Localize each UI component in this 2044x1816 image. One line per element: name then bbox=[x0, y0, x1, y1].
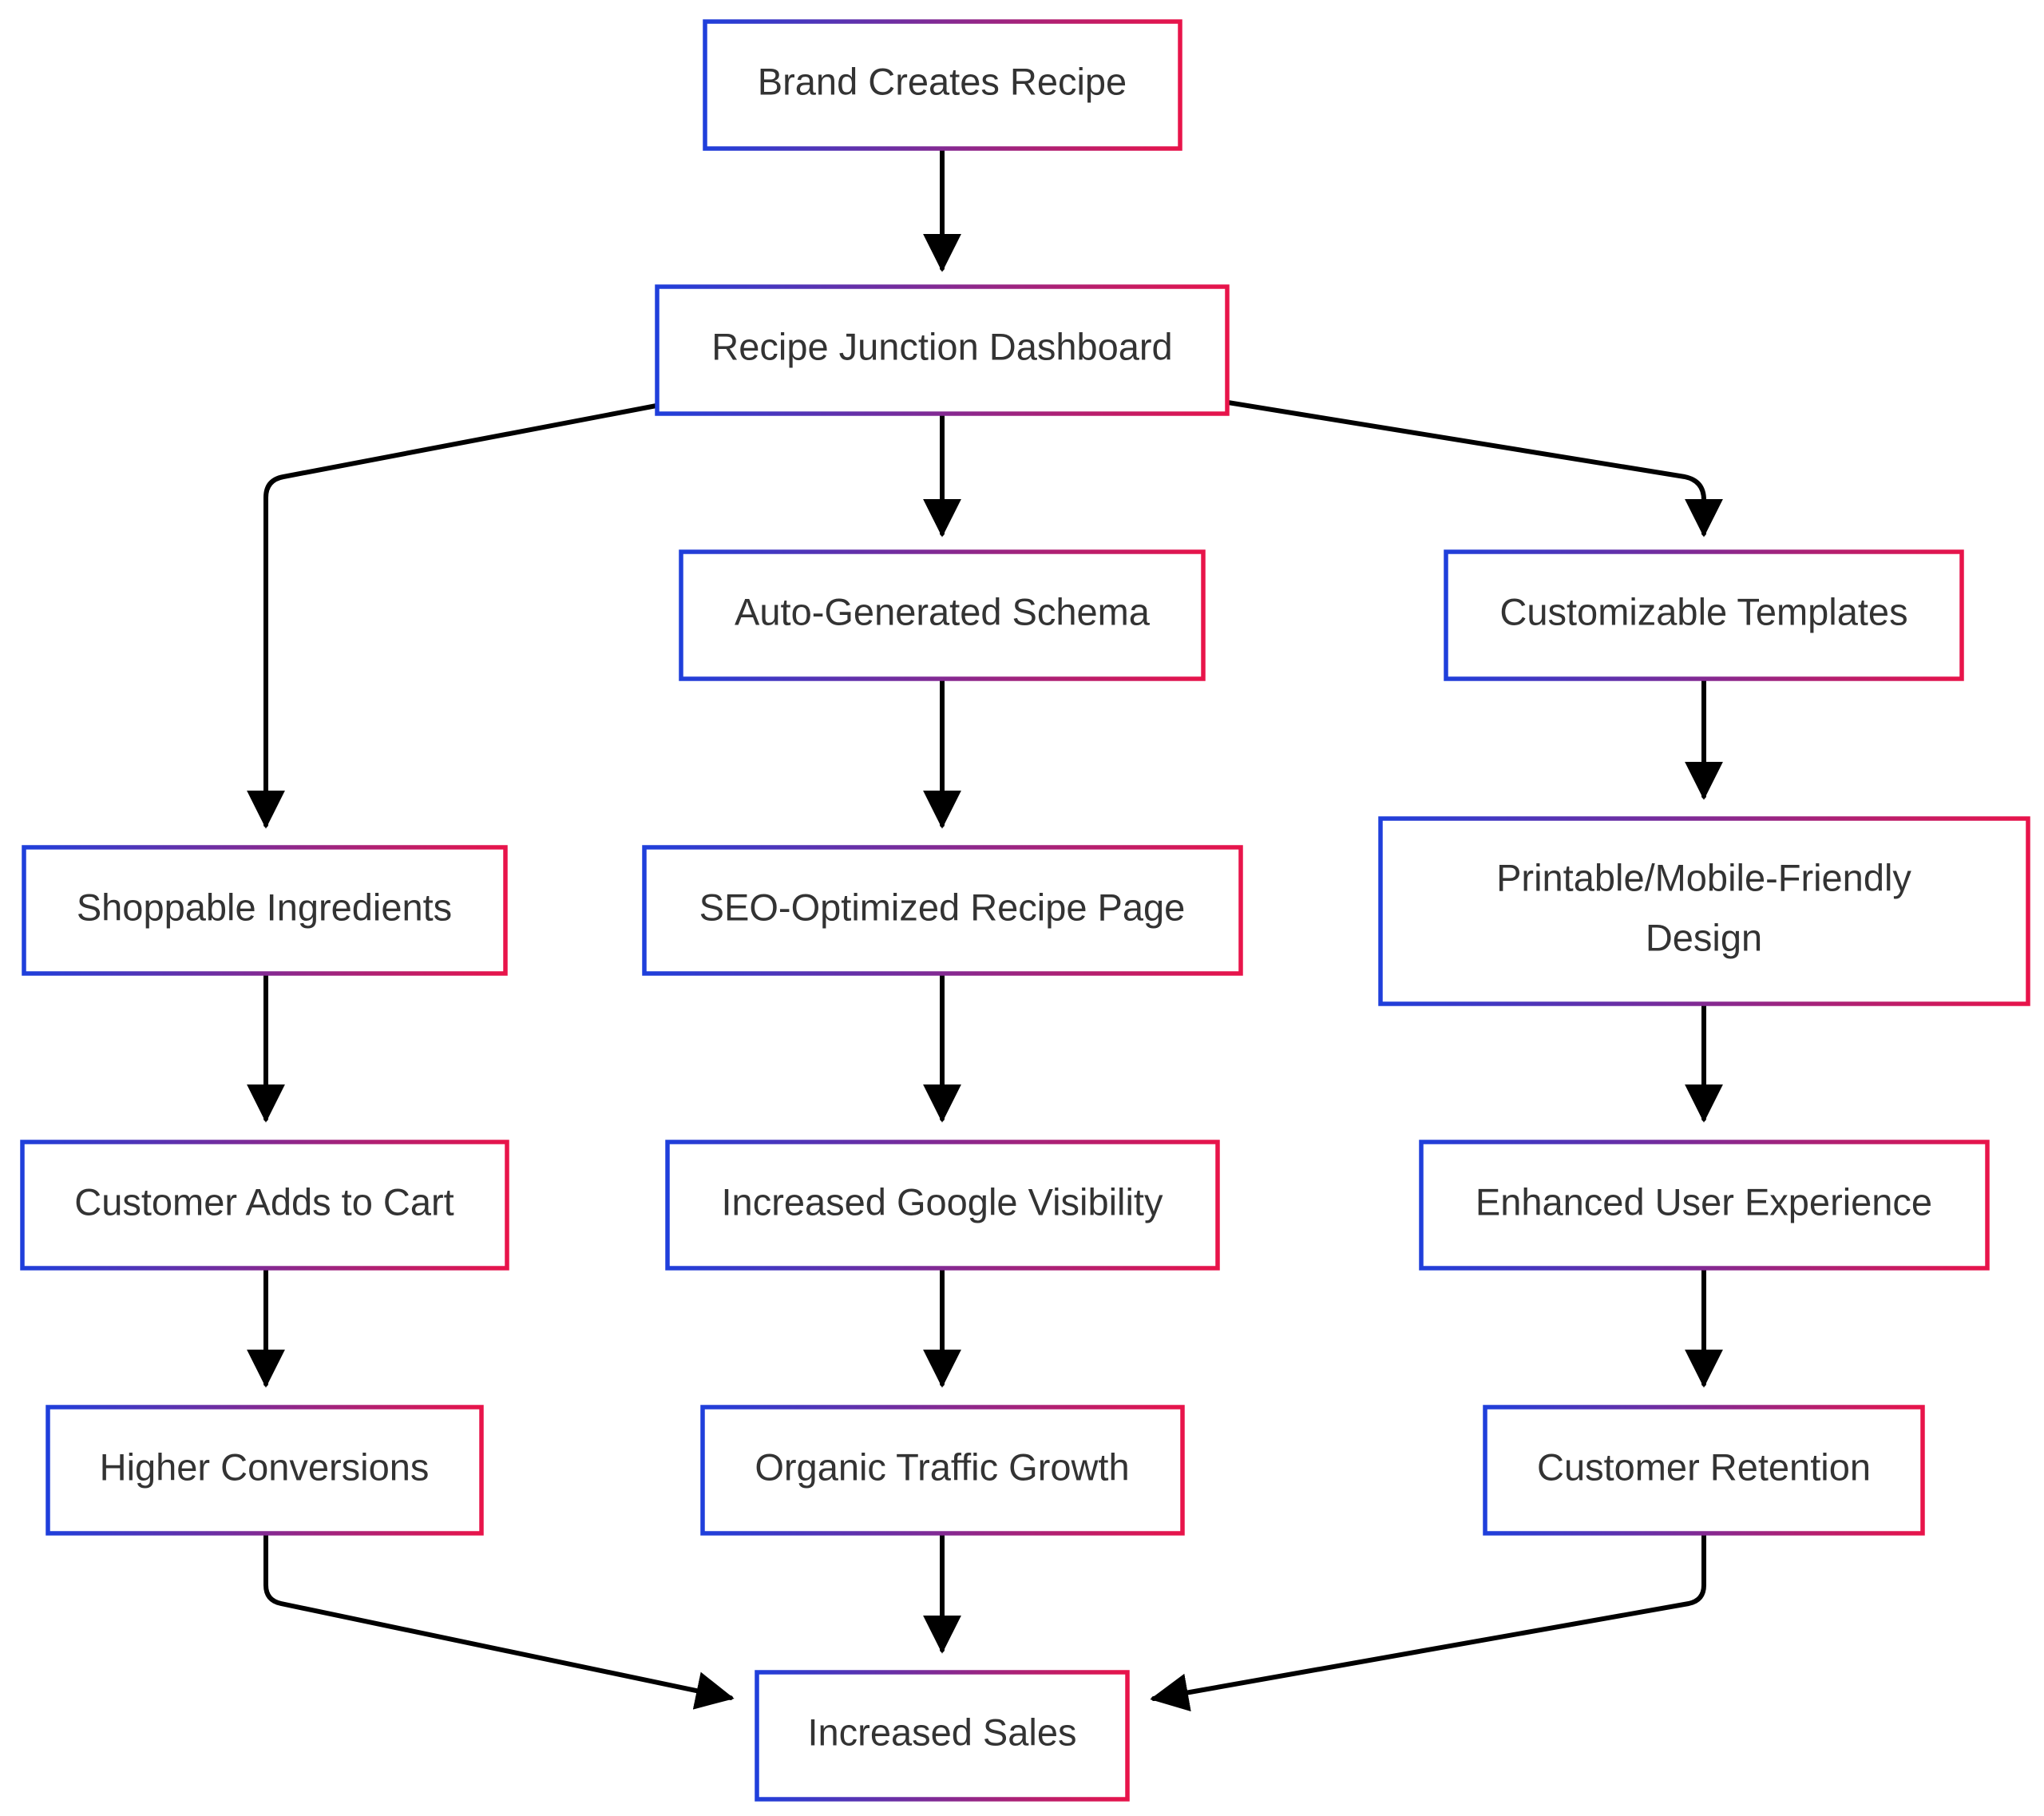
node-label: Customer Adds to Cart bbox=[74, 1180, 454, 1223]
edge-dashboard-to-shoppable bbox=[247, 403, 659, 829]
node-label: Organic Traffic Growth bbox=[755, 1445, 1129, 1488]
node-label: Customizable Templates bbox=[1499, 590, 1907, 632]
edge-dashboard-to-templates bbox=[1226, 400, 1723, 537]
node-label: Increased Sales bbox=[807, 1711, 1076, 1753]
node-increased-sales: Increased Sales bbox=[755, 1670, 1130, 1802]
nodes: Brand Creates Recipe Recipe Junction Das… bbox=[20, 19, 2030, 1802]
node-customer-adds-to-cart: Customer Adds to Cart bbox=[20, 1140, 509, 1271]
edge-retention-to-sales bbox=[1150, 1531, 1706, 1712]
node-customer-retention: Customer Retention bbox=[1483, 1405, 1925, 1536]
node-label: Increased Google Visibility bbox=[722, 1180, 1163, 1223]
node-label: Shoppable Ingredients bbox=[77, 886, 452, 928]
node-label-line1: Printable/Mobile-Friendly bbox=[1496, 856, 1911, 898]
node-label: Enhanced User Experience bbox=[1476, 1180, 1932, 1223]
node-label: Recipe Junction Dashboard bbox=[711, 325, 1172, 367]
node-label: Auto-Generated Schema bbox=[735, 590, 1151, 632]
node-label: SEO-Optimized Recipe Page bbox=[699, 886, 1186, 928]
node-enhanced-user-experience: Enhanced User Experience bbox=[1419, 1140, 1990, 1271]
node-customizable-templates: Customizable Templates bbox=[1444, 549, 1964, 681]
node-label: Customer Retention bbox=[1537, 1445, 1871, 1488]
node-label: Brand Creates Recipe bbox=[758, 60, 1127, 102]
node-label: Higher Conversions bbox=[100, 1445, 430, 1488]
node-increased-google-visibility: Increased Google Visibility bbox=[665, 1140, 1220, 1271]
node-shoppable-ingredients: Shoppable Ingredients bbox=[22, 845, 508, 976]
node-printable-mobile-friendly-design: Printable/Mobile-Friendly Design bbox=[1378, 816, 2030, 1006]
node-label-line2: Design bbox=[1646, 916, 1762, 958]
node-seo-optimized-recipe-page: SEO-Optimized Recipe Page bbox=[642, 845, 1243, 976]
edge-conversions-to-sales bbox=[263, 1531, 735, 1710]
node-auto-generated-schema: Auto-Generated Schema bbox=[679, 549, 1206, 681]
node-higher-conversions: Higher Conversions bbox=[46, 1405, 484, 1536]
node-brand-creates-recipe: Brand Creates Recipe bbox=[703, 19, 1182, 151]
node-recipe-junction-dashboard: Recipe Junction Dashboard bbox=[655, 284, 1230, 416]
edges bbox=[247, 146, 1723, 1712]
node-organic-traffic-growth: Organic Traffic Growth bbox=[700, 1405, 1185, 1536]
